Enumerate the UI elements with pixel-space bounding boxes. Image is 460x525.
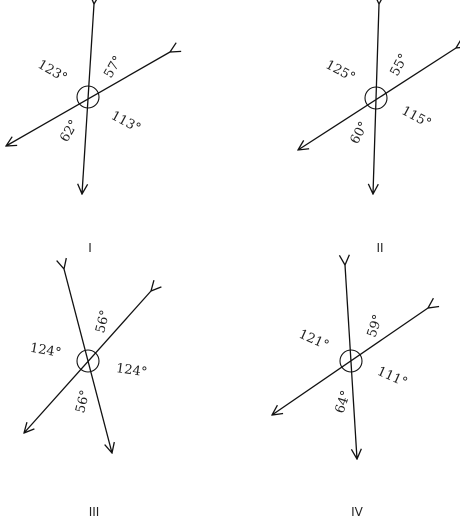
- figure-label: I: [88, 241, 92, 255]
- angle-label-top-left: 121°: [296, 327, 331, 353]
- angle-label-bottom-left: 62°: [57, 117, 82, 144]
- angle-marker: [339, 349, 363, 373]
- figure-2: 125° 55° 60° 115° II: [298, 4, 456, 255]
- angle-label-top-left: 123°: [35, 57, 70, 86]
- figure-4: 121° 59° 64° 111° IV: [272, 265, 428, 519]
- figure-label: IV: [351, 505, 364, 519]
- figure-label: III: [89, 505, 100, 519]
- angle-label-bottom-left: 56°: [73, 389, 93, 415]
- angle-label-top-right: 59°: [365, 313, 386, 340]
- angle-label-bottom-right: 124°: [115, 361, 148, 380]
- angle-label-top-right: 55°: [388, 51, 412, 78]
- angle-label-bottom-right: 113°: [108, 108, 143, 136]
- angle-marker: [364, 86, 388, 110]
- angle-label-bottom-left: 64°: [333, 389, 354, 416]
- angle-label-bottom-left: 60°: [348, 119, 372, 146]
- figure-label: II: [376, 241, 383, 255]
- line-shallow: [24, 291, 151, 433]
- figure-1: 123° 57° 62° 113° I: [6, 4, 170, 255]
- angle-label-bottom-right: 111°: [375, 364, 410, 390]
- angle-marker: [76, 85, 100, 109]
- line-shallow: [272, 308, 428, 415]
- angle-label-top-right: 56°: [93, 309, 113, 335]
- line-shallow: [6, 52, 170, 146]
- figure-3: 124° 56° 56° 124° III: [24, 269, 151, 519]
- angle-label-top-left: 124°: [29, 341, 62, 361]
- line-steep: [345, 265, 357, 459]
- angle-label-top-right: 57°: [101, 53, 126, 80]
- angle-label-top-left: 125°: [323, 57, 358, 85]
- angle-label-bottom-right: 115°: [399, 103, 434, 131]
- line-shallow: [298, 48, 456, 150]
- angle-marker: [76, 349, 100, 373]
